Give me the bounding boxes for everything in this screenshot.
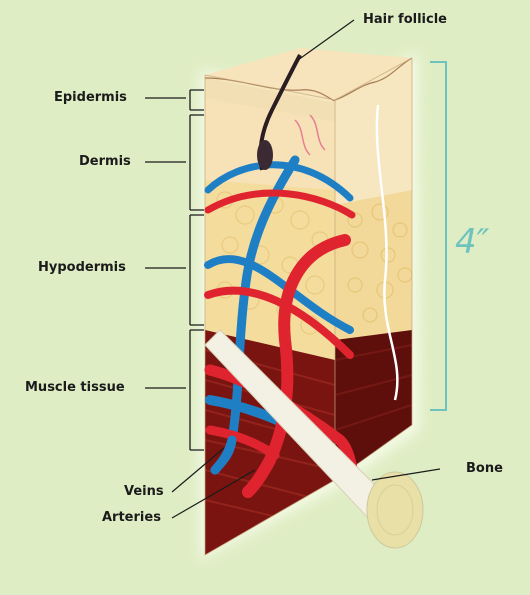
- arteries-label: Arteries: [102, 510, 161, 526]
- hair-follicle-label: Hair follicle: [363, 12, 447, 28]
- side-face: [330, 50, 420, 490]
- dermis-label: Dermis: [79, 154, 131, 170]
- bone-label: Bone: [466, 461, 503, 477]
- veins-label: Veins: [124, 484, 164, 500]
- hypodermis-label: Hypodermis: [38, 260, 126, 276]
- dimension-label: 4″: [455, 222, 489, 262]
- muscle-tissue-label: Muscle tissue: [25, 380, 125, 396]
- epidermis-label: Epidermis: [54, 90, 127, 106]
- hair-follicle-bulb: [257, 140, 273, 170]
